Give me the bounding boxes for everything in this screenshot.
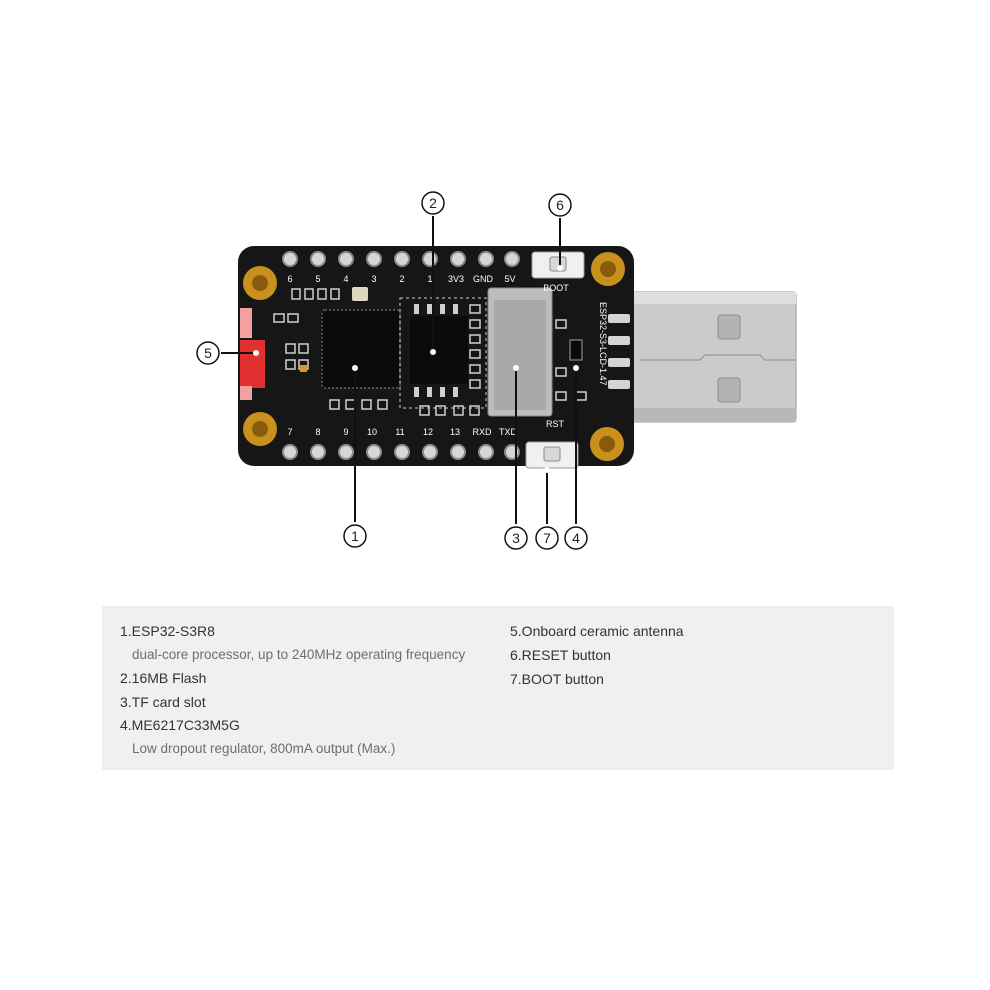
- bottom-pin-header: [282, 444, 520, 460]
- regulator: [569, 339, 583, 361]
- callout-number: 5: [204, 345, 212, 361]
- pin-label: 7: [287, 427, 292, 437]
- legend-item-title: 4.ME6217C33M5G: [120, 717, 240, 733]
- callout-number: 4: [572, 530, 580, 546]
- model-text: ESP32-S3-LCD-1.47: [598, 302, 608, 386]
- regulator-passives: [555, 319, 587, 401]
- legend-panel: 1.ESP32-S3R8 dual-core processor, up to …: [102, 606, 894, 770]
- legend-item-title: 7.BOOT button: [510, 671, 604, 687]
- pin-label: 3: [371, 274, 376, 284]
- legend-item-title: 1.ESP32-S3R8: [120, 623, 215, 639]
- callout-7: 7: [535, 526, 559, 550]
- usb-contact-pads: [608, 314, 630, 389]
- pin-label: 8: [315, 427, 320, 437]
- rst-label: RST: [546, 419, 565, 429]
- rst-button-bottom: RST: [525, 419, 579, 469]
- callout-4: 4: [564, 526, 588, 550]
- callout-3: 3: [504, 526, 528, 550]
- callout-2: 2: [421, 191, 445, 215]
- callout-number: 2: [429, 195, 437, 211]
- pin-label: 9: [343, 427, 348, 437]
- callout-number: 6: [556, 197, 564, 213]
- pin-label: 11: [395, 427, 404, 437]
- callout-number: 1: [351, 528, 359, 544]
- pin-label: 1: [427, 274, 432, 284]
- board-figure: 6 5 4 3 2 1 3V3 GND 5V 7 8 9 10 11 12 13…: [196, 191, 797, 550]
- pin-label: RXD: [472, 427, 492, 437]
- pin-label: 5V: [504, 274, 515, 284]
- pin-label: 4: [343, 274, 348, 284]
- callout-1: 1: [343, 524, 367, 548]
- callout-number: 7: [543, 530, 551, 546]
- pin-label: 5: [315, 274, 320, 284]
- legend-item-title: 5.Onboard ceramic antenna: [510, 623, 684, 639]
- mounting-holes: [243, 252, 625, 461]
- pin-label: 10: [367, 427, 377, 437]
- top-pin-labels: 6 5 4 3 2 1 3V3 GND 5V: [287, 274, 515, 284]
- pin-label: 6: [287, 274, 292, 284]
- callout-6: 6: [548, 193, 572, 217]
- callout-5: 5: [196, 341, 220, 365]
- legend-item-title: 6.RESET button: [510, 647, 611, 663]
- pin-label: TXD: [499, 427, 518, 437]
- boot-label: BOOT: [543, 283, 569, 293]
- legend-item-description: dual-core processor, up to 240MHz operat…: [132, 647, 466, 662]
- pin-label: 13: [450, 427, 460, 437]
- led: [300, 365, 307, 372]
- legend-item-description: Low dropout regulator, 800mA output (Max…: [132, 741, 396, 756]
- bottom-pin-labels: 7 8 9 10 11 12 13 RXD TXD: [287, 427, 517, 437]
- ceramic-antenna: [240, 308, 265, 400]
- legend-item-title: 3.TF card slot: [120, 694, 206, 710]
- pin-label: 3V3: [448, 274, 464, 284]
- pin-label: GND: [473, 274, 494, 284]
- passive-components: [273, 288, 481, 416]
- callout-dots: [253, 265, 579, 473]
- callout-lines: [221, 216, 577, 524]
- top-pin-header: [282, 251, 520, 267]
- pin-label: 2: [399, 274, 404, 284]
- pin-label: 12: [423, 427, 433, 437]
- callout-number: 3: [512, 530, 520, 546]
- flash-chip: [399, 297, 487, 409]
- boot-button-top: BOOT: [531, 251, 585, 293]
- esp32-chip: [321, 309, 401, 389]
- legend-item-title: 2.16MB Flash: [120, 670, 207, 686]
- usb-a-plug: [631, 291, 797, 423]
- crystal: [352, 287, 368, 301]
- tf-card-slot: [487, 287, 553, 417]
